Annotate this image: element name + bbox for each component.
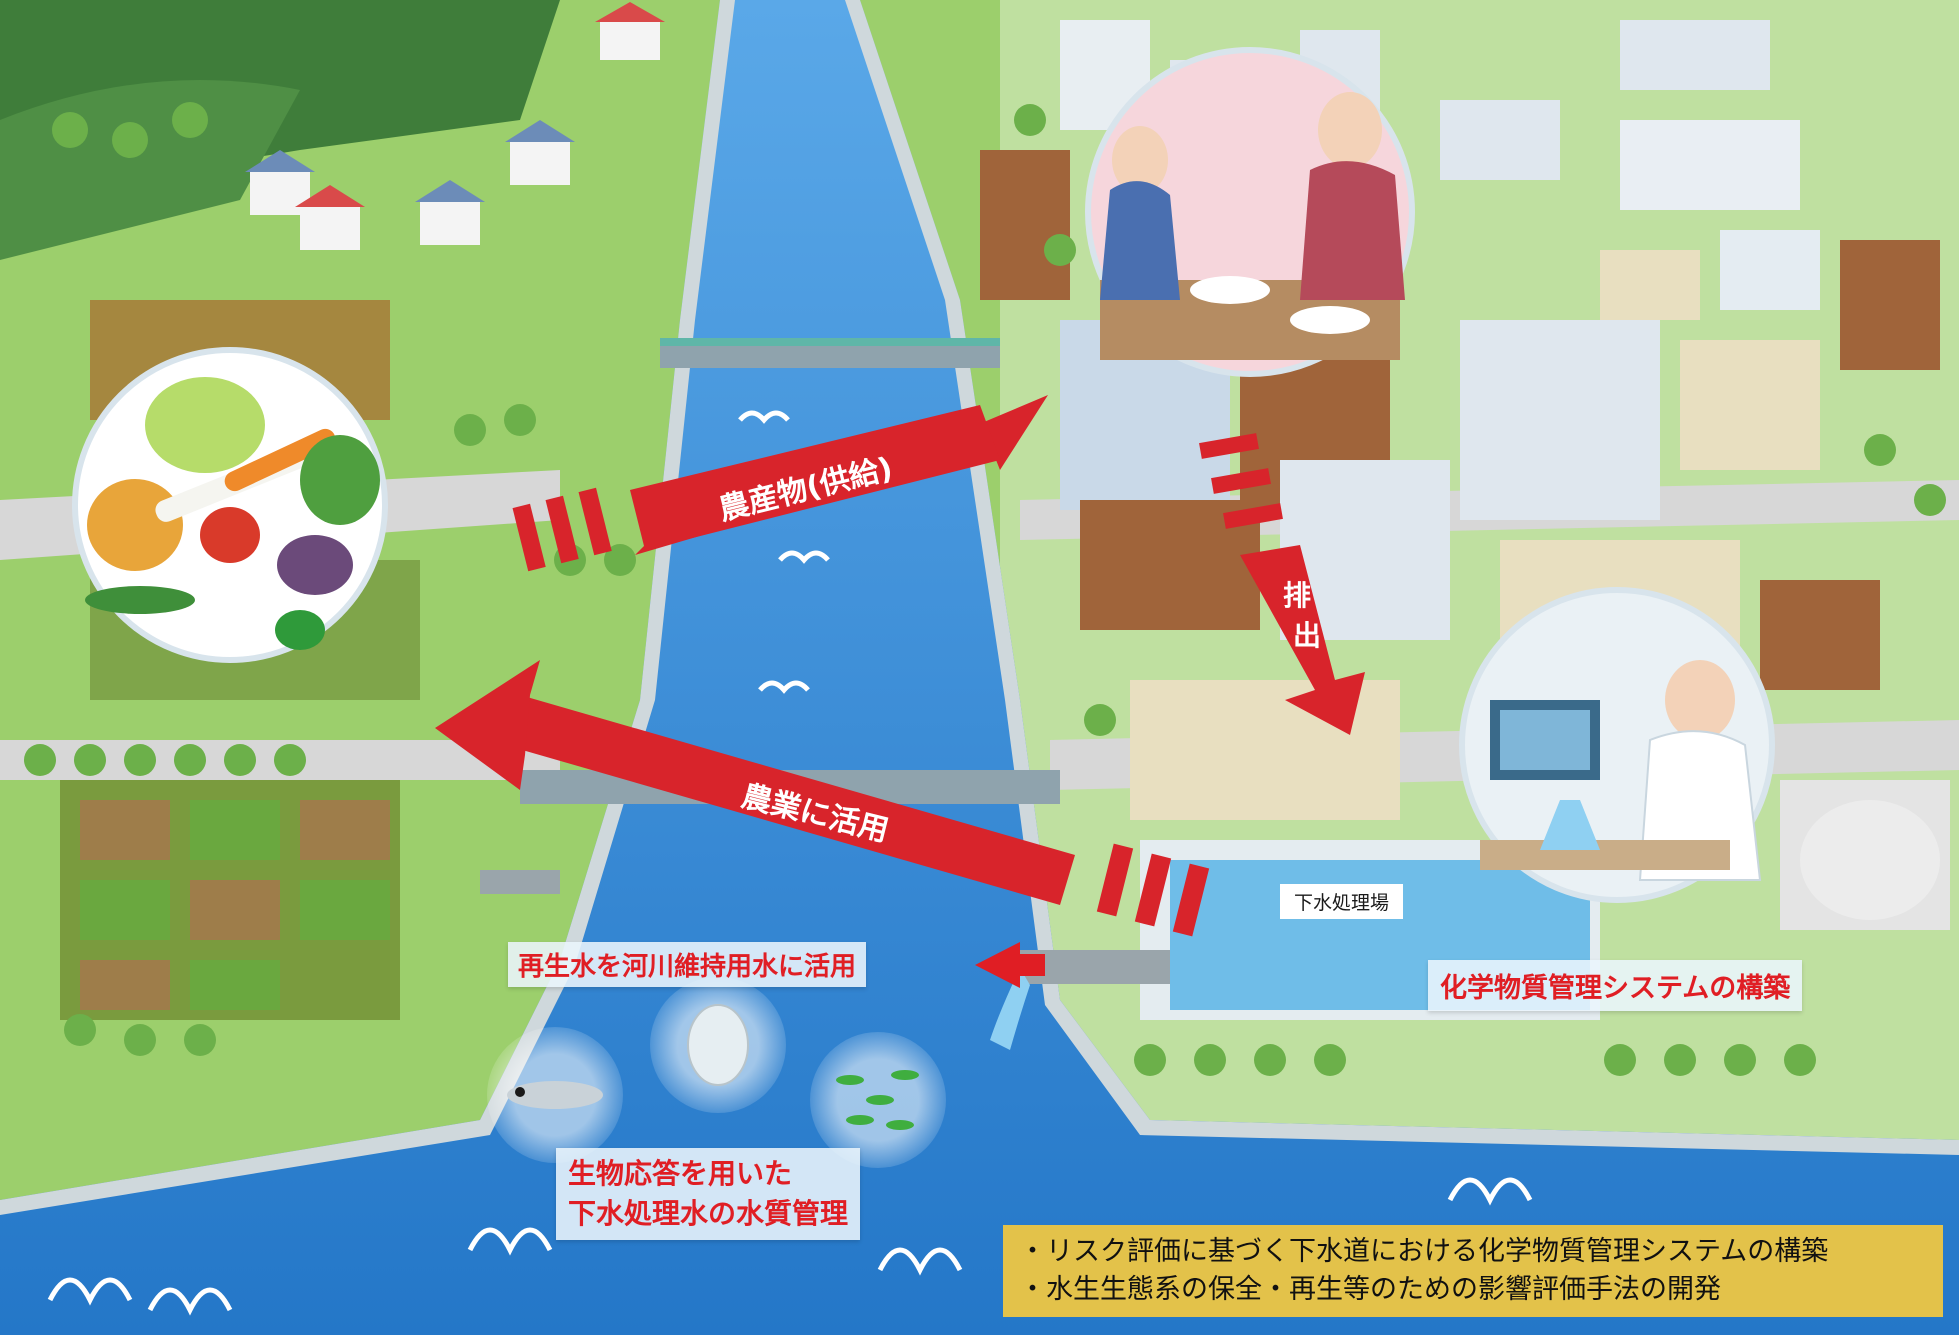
houses [245, 2, 665, 250]
outflow-water [990, 968, 1030, 1050]
arrow-discharge: 排 出 [1199, 433, 1365, 735]
arrow-discharge-char1: 排 [1283, 579, 1311, 612]
arrow-reclaimed [975, 942, 1045, 988]
bio-response-label: 生物応答を用いた 下水処理水の水質管理 [556, 1148, 861, 1240]
aquatic-organisms [487, 977, 946, 1168]
reclaimed-water-label: 再生水を河川維持用水に活用 [508, 942, 867, 987]
summary-box: ・リスク評価に基づく下水道における化学物質管理システムの構築 ・水生生態系の保全… [1003, 1225, 1943, 1317]
laboratory-illustration [1459, 587, 1775, 903]
city-buildings [980, 20, 1950, 930]
bio-response-line1: 生物応答を用いた [568, 1157, 793, 1190]
dining-illustration [1085, 47, 1415, 377]
summary-line1: ・リスク評価に基づく下水道における化学物質管理システムの構築 [1019, 1236, 1829, 1267]
chemical-system-label: 化学物質管理システムの構築 [1428, 960, 1803, 1011]
arrow-discharge-char2: 出 [1293, 619, 1321, 652]
upper-bridge-rail [660, 338, 1000, 346]
vegetables-illustration [72, 347, 388, 663]
bio-response-line2: 下水処理水の水質管理 [568, 1197, 849, 1230]
summary-line2: ・水生生態系の保全・再生等のための影響評価手法の開発 [1019, 1274, 1721, 1305]
left-pipe [480, 870, 560, 894]
river-waves [47, 410, 1533, 1316]
trees [24, 102, 1946, 1076]
sewage-plant-label: 下水処理場 [1280, 884, 1404, 919]
arrow-supply: 農産物(供給) [512, 395, 1048, 572]
